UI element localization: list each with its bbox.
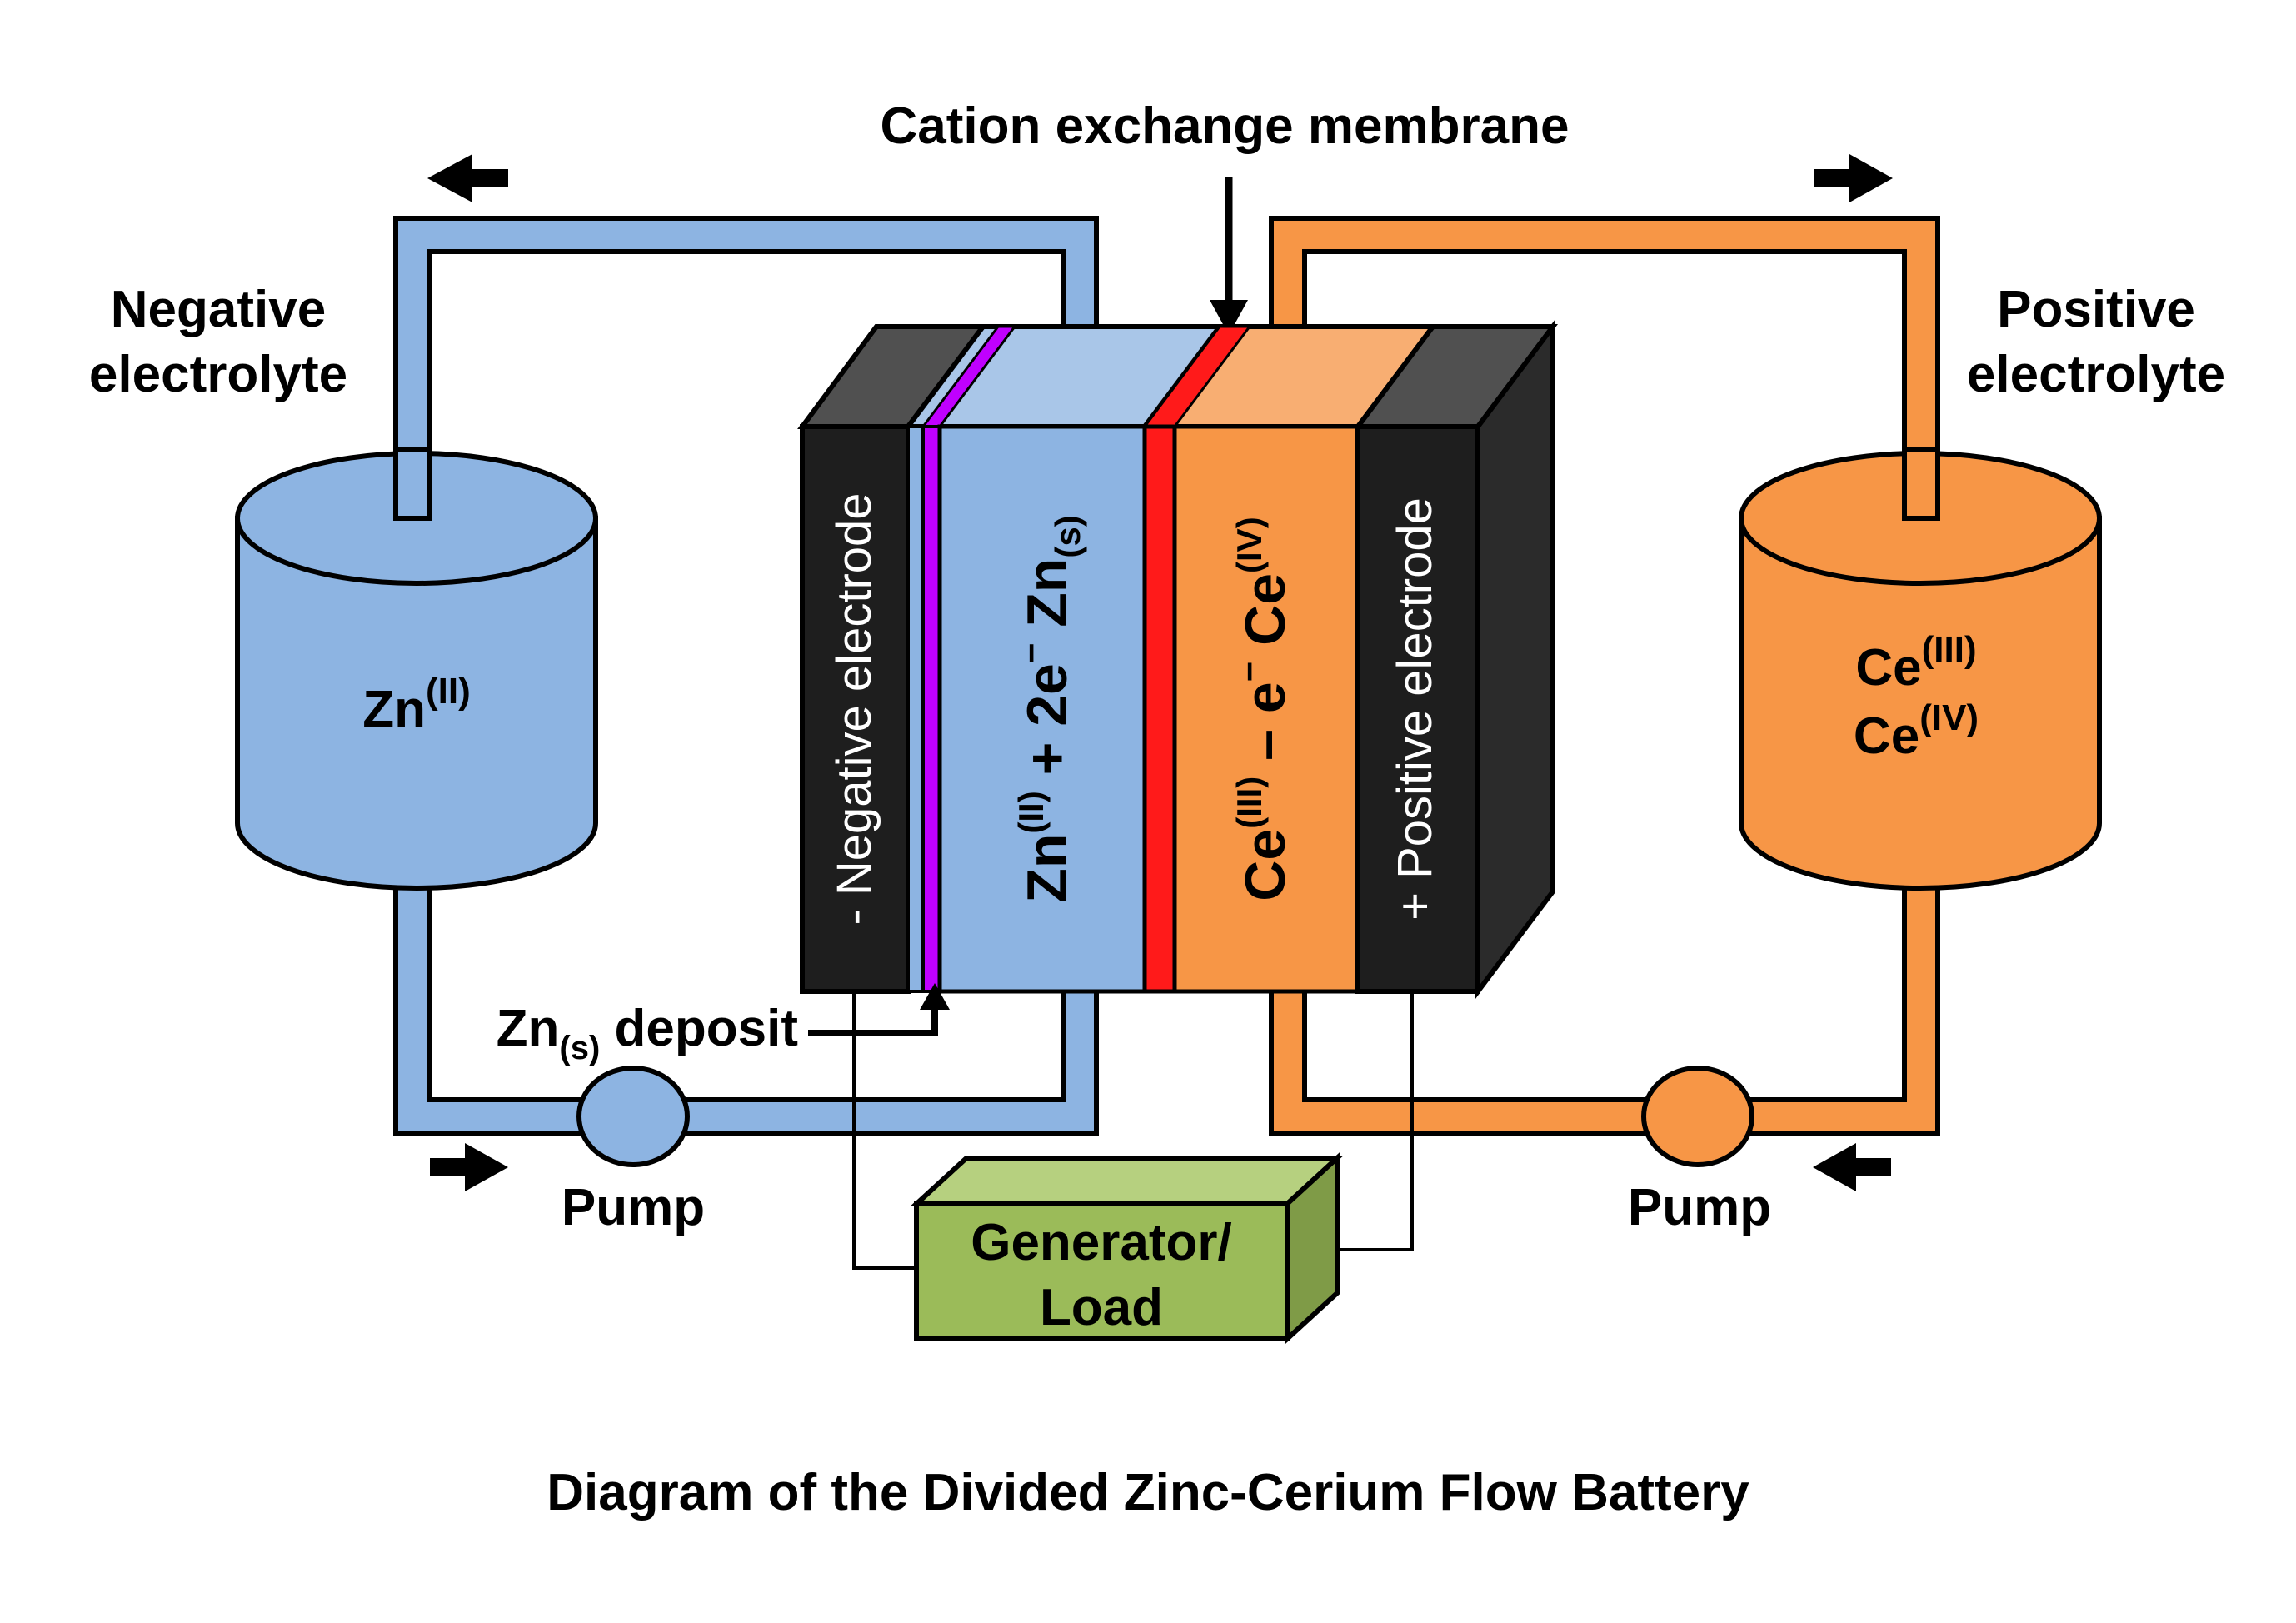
- circuit-wires: [852, 991, 1414, 1270]
- negative-electrolyte-tank: [235, 447, 598, 891]
- right-pump: [1641, 1066, 1754, 1167]
- zinc-deposit-label: Zn(s) deposit: [497, 1000, 798, 1066]
- membrane-pointer-arrow-icon: [1210, 177, 1248, 335]
- generator-label-line1: Generator/: [971, 1214, 1232, 1271]
- negative-electrolyte-label-line2: electrolyte: [89, 346, 347, 403]
- electrochemical-cell: [797, 319, 1558, 999]
- negative-electrode-label: - Negative electrode: [827, 492, 881, 925]
- flow-arrow-right-bottom-icon: [1813, 1143, 1891, 1191]
- flow-arrow-left-top-icon: [427, 154, 508, 202]
- positive-electrolyte-label-line1: Positive: [1997, 281, 2195, 338]
- right-tank-label-line2: Ce(IV): [1854, 697, 1979, 765]
- generator-load-box: [910, 1152, 1344, 1345]
- negative-half-reaction: Zn(II) + 2e− Zn(s): [1011, 515, 1087, 902]
- positive-electrolyte-tank: [1739, 447, 2102, 891]
- left-pump-label: Pump: [562, 1179, 705, 1236]
- positive-half-reaction: Ce(III) – e− Ce(IV): [1230, 517, 1297, 901]
- positive-electrode-label: + Positive electrode: [1388, 497, 1442, 921]
- right-tank-label-line1: Ce(III): [1855, 629, 1976, 697]
- right-pump-label: Pump: [1628, 1179, 1771, 1236]
- left-pump: [576, 1066, 690, 1167]
- diagram-title: Diagram of the Divided Zinc-Cerium Flow …: [547, 1464, 1749, 1521]
- left-tank-label: Zn(II): [362, 671, 471, 738]
- flow-arrow-right-top-icon: [1814, 154, 1893, 202]
- zinc-deposit-pointer-arrow-icon: [808, 983, 950, 1036]
- membrane-label: Cation exchange membrane: [881, 97, 1570, 155]
- generator-label-line2: Load: [1040, 1279, 1163, 1336]
- positive-electrolyte-label-line2: electrolyte: [1967, 346, 2225, 403]
- flow-arrow-left-bottom-icon: [430, 1143, 508, 1191]
- negative-electrolyte-label-line1: Negative: [111, 281, 326, 338]
